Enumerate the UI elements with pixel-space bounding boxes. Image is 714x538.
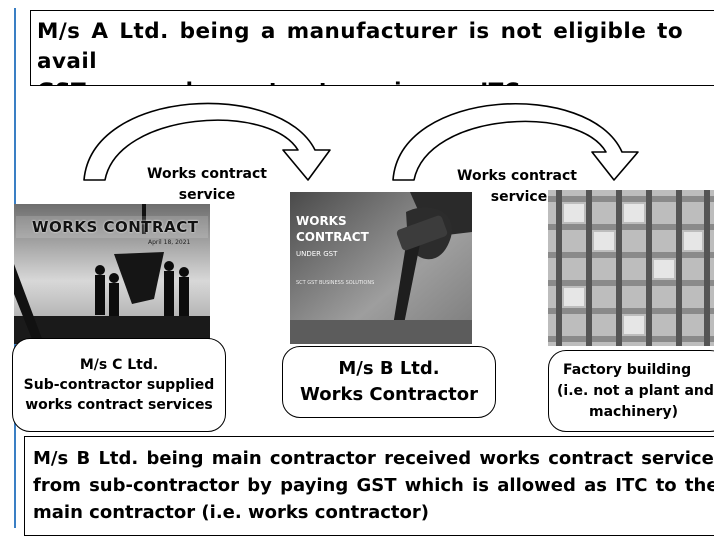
headline-line-2: GST on works contract service as ITC. <box>37 77 714 85</box>
arrow-label-left: Works contract service <box>132 164 282 206</box>
caption-sub-contractor: M/s C Ltd. Sub-contractor supplied works… <box>12 338 226 432</box>
caption-left-line-2: Sub-contractor supplied <box>23 377 215 393</box>
caption-middle-line-2: Works Contractor <box>300 384 478 405</box>
photo-middle-credit: SCT GST BUSINESS SOLUTIONS <box>296 280 375 286</box>
caption-left-line-1: M/s C Ltd. <box>79 357 159 373</box>
caption-factory-building: Factory building (i.e. not a plant and m… <box>548 350 714 432</box>
headline-line-1: M/s A Ltd. being a manufacturer is not e… <box>37 19 684 74</box>
factory-building-photo <box>548 190 714 346</box>
headline-box: M/s A Ltd. being a manufacturer is not e… <box>30 10 714 86</box>
caption-right-line-3: machinery) <box>589 403 678 420</box>
photo-middle-line-2: CONTRACT <box>296 230 369 244</box>
works-contract-photo: WORKS CONTRACT April 18, 2021 <box>14 204 210 344</box>
arrow-label-right-line-1: Works contract <box>457 168 577 184</box>
photo-left-date: April 18, 2021 <box>148 239 191 246</box>
photo-left-title: WORKS CONTRACT <box>32 218 199 236</box>
arrow-label-right: Works contract service <box>442 166 592 208</box>
footnote-box: M/s B Ltd. being main contractor receive… <box>24 436 714 536</box>
caption-right-line-2: (i.e. not a plant and <box>557 382 714 399</box>
works-contract-gst-photo: WORKS CONTRACT UNDER GST SCT GST BUSINES… <box>290 192 472 344</box>
footnote-line-1: M/s B Ltd. being main contractor receive… <box>33 448 714 469</box>
caption-left-line-3: works contract services <box>25 397 213 413</box>
photo-middle-line-3: UNDER GST <box>296 250 338 258</box>
caption-right-line-1: Factory building <box>563 361 692 378</box>
arrow-label-left-line-1: Works contract <box>147 166 267 182</box>
photo-middle-line-1: WORKS <box>296 214 347 228</box>
caption-works-contractor: M/s B Ltd. Works Contractor <box>282 346 496 418</box>
arrow-label-left-line-2: service <box>178 187 236 203</box>
footnote-line-3: main contractor (i.e. works contractor) <box>33 502 430 523</box>
arrow-label-right-line-2: service <box>490 189 548 205</box>
caption-middle-line-1: M/s B Ltd. <box>338 358 440 379</box>
footnote-line-2: from sub-contractor by paying GST which … <box>33 475 714 496</box>
